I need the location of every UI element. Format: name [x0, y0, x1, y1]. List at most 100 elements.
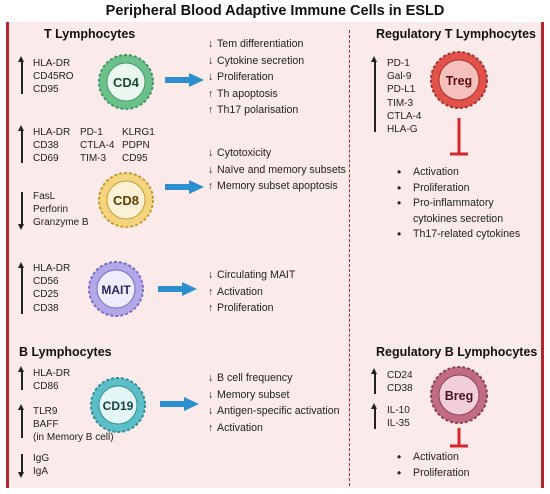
effect-text: Cytotoxicity: [217, 147, 272, 159]
cd19-cell-nucleus: [98, 385, 138, 425]
cd8-cell: CD8: [98, 172, 154, 228]
treg-cell-nucleus: [438, 59, 480, 101]
cd8-label: CD8: [113, 193, 139, 208]
list-item: Proliferation: [393, 181, 520, 197]
direction-icon: ↓: [208, 372, 214, 384]
cd4-flow-arrow: [165, 73, 204, 87]
direction-icon: ↓: [208, 388, 214, 401]
mait-effects: ↓Circulating MAIT ↑Activation ↑Prolifera…: [208, 267, 295, 317]
cd19-effect-row: ↓Memory subset: [208, 387, 339, 404]
cd19-flow-arrow-shape: [160, 397, 199, 411]
treg-label: Treg: [446, 74, 472, 88]
cd19-upregulated-markers-1: HLA-DR CD86: [33, 368, 71, 393]
breg-upregulated-markers-1: CD24 CD38: [387, 370, 413, 395]
breg-inhibited-list: Activation Proliferation: [393, 450, 470, 481]
direction-icon: ↓: [208, 405, 214, 417]
effect-text: Circulating MAIT: [217, 269, 296, 281]
cd19-effect-row: ↓B cell frequency: [208, 370, 339, 387]
cd8-upregulated-markers-col3: KLRG1 PDPN CD95: [122, 127, 155, 165]
mait-cell: MAIT: [88, 261, 144, 317]
list-item-continuation: cytokines secretion: [413, 212, 504, 225]
effect-text: Proliferation: [217, 71, 274, 83]
direction-icon: ↓: [208, 38, 214, 50]
list-item: Proliferation: [393, 466, 470, 482]
cd4-effect-row: ↓Cytokine secretion: [208, 53, 304, 70]
cd19-upregulated-markers-2: TLR9 BAFF (in Memory B cell): [33, 406, 114, 444]
cd4-upregulated-markers: HLA-DR CD45RO CD95: [33, 58, 74, 96]
regulatory-t-heading: Regulatory T Lymphocytes: [376, 27, 536, 41]
t-lymphocytes-heading: T Lymphocytes: [44, 27, 136, 41]
cd4-up-arrow: [18, 56, 24, 94]
list-item: Activation: [393, 450, 470, 466]
cd19-cell: CD19: [90, 377, 146, 433]
effect-text: Activation: [217, 421, 263, 434]
treg-inhibited-list: Activation Proliferation Pro-inflammator…: [393, 165, 520, 243]
b-lymphocytes-heading: B Lymphocytes: [19, 345, 112, 359]
mait-flow-arrow-shape: [158, 282, 197, 296]
effect-text: Antigen-specific activation: [217, 405, 340, 417]
mait-cell-nucleus: [96, 269, 136, 309]
cd8-flow-arrow: [165, 180, 204, 194]
direction-icon: ↑: [208, 285, 214, 298]
cd8-upregulated-markers-col2: PD-1 CTLA-4 TIM-3: [80, 127, 115, 165]
cd4-effect-row: ↑Th apoptosis: [208, 86, 304, 103]
cd8-cell-nucleus: [106, 180, 146, 220]
mait-label: MAIT: [101, 283, 131, 297]
direction-icon: ↑: [208, 421, 214, 434]
cd19-up-arrow-2: [18, 404, 24, 438]
cd4-label: CD4: [113, 75, 140, 90]
treg-inhibition-icon: [450, 118, 468, 156]
direction-icon: ↑: [208, 87, 214, 100]
direction-icon: ↑: [208, 180, 214, 192]
cd8-upregulated-markers-col1: HLA-DR CD38 CD69: [33, 127, 71, 165]
direction-icon: ↑: [208, 302, 214, 314]
direction-icon: ↓: [208, 269, 214, 281]
cd8-effect-row: ↓Cytotoxicity: [208, 145, 346, 162]
effect-text: Cytokine secretion: [217, 54, 305, 67]
treg-upregulated-markers: PD-1 Gal-9 PD-L1 TIM-3 CTLA-4 HLA-G: [387, 58, 422, 136]
cd19-up-arrow-1: [18, 366, 24, 390]
treg-up-arrow: [371, 56, 377, 132]
breg-inhibition-icon: [450, 428, 468, 448]
cd8-downregulated-markers: FasL Perforin Granzyme B: [33, 191, 89, 229]
cd8-effects: ↓Cytotoxicity ↓Naïve and memory subsets …: [208, 145, 346, 195]
cd4-effect-row: ↑Th17 polarisation: [208, 102, 304, 119]
list-item: Th17-related cytokines: [393, 227, 520, 243]
cd19-down-arrow: [18, 454, 24, 478]
effect-text: Naïve and memory subsets: [217, 163, 346, 176]
section-divider: [349, 30, 350, 486]
effect-text: Memory subset: [217, 388, 290, 401]
cd4-effect-row: ↓Proliferation: [208, 69, 304, 86]
cd4-flow-arrow-shape: [165, 73, 204, 87]
cd8-effect-row: ↑Memory subset apoptosis: [208, 178, 346, 195]
mait-effect-row: ↓Circulating MAIT: [208, 267, 295, 284]
effect-text: Tem differentiation: [217, 38, 304, 50]
effect-text: B cell frequency: [217, 372, 293, 384]
cd4-cell: CD4: [98, 54, 154, 110]
mait-upregulated-markers: HLA-DR CD56 CD25 CD38: [33, 263, 71, 314]
mait-up-arrow: [18, 262, 24, 314]
breg-upregulated-markers-2: IL-10 IL-35: [387, 405, 410, 430]
breg-up-arrow-2: [371, 403, 377, 429]
cd8-flow-arrow-shape: [165, 180, 204, 194]
list-item: Pro-inflammatory: [393, 196, 520, 212]
regulatory-b-heading: Regulatory B Lymphocytes: [376, 345, 538, 359]
direction-icon: ↓: [208, 147, 214, 159]
mait-effect-row: ↑Activation: [208, 284, 295, 301]
effect-text: Th17 polarisation: [217, 104, 299, 116]
cd19-effect-row: ↑Activation: [208, 420, 339, 437]
cd19-flow-arrow: [160, 397, 199, 411]
cd4-effects: ↓Tem differentiation ↓Cytokine secretion…: [208, 36, 304, 119]
effect-text: Activation: [217, 285, 263, 298]
direction-icon: ↑: [208, 104, 214, 116]
mait-flow-arrow: [158, 282, 197, 296]
cd19-label: CD19: [103, 399, 134, 413]
direction-icon: ↓: [208, 54, 214, 67]
cd19-effects: ↓B cell frequency ↓Memory subset ↓Antige…: [208, 370, 339, 436]
breg-up-arrow-1: [371, 368, 377, 394]
figure-title: Peripheral Blood Adaptive Immune Cells i…: [105, 3, 445, 19]
effect-text: Proliferation: [217, 302, 274, 314]
effect-text: Memory subset apoptosis: [217, 180, 338, 192]
direction-icon: ↓: [208, 71, 214, 83]
cd19-effect-row: ↓Antigen-specific activation: [208, 403, 339, 420]
